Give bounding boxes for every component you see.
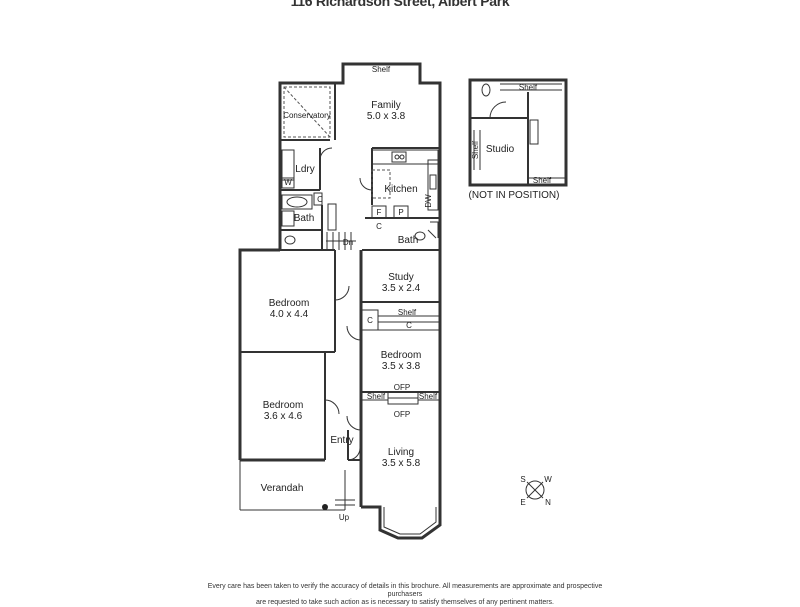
verandah-area (239, 460, 355, 511)
family-name: Family (371, 100, 400, 111)
living-name: Living (388, 447, 414, 458)
exterior-walls (238, 62, 442, 540)
ldry-name: Ldry (295, 164, 314, 175)
wet-area-fixtures (281, 149, 439, 245)
studio-shelf-top: Shelf (519, 83, 538, 92)
entry-name: Entry (330, 435, 353, 446)
study-c2-label: C (406, 321, 412, 330)
study-c-label: C (367, 316, 373, 325)
study-dims: 3.5 x 2.4 (382, 283, 421, 294)
bedroom1-name: Bedroom (269, 298, 310, 309)
conservatory-outline (283, 86, 331, 138)
studio-note: (NOT IN POSITION) (469, 190, 560, 201)
kitchen-name: Kitchen (384, 184, 417, 195)
stairs-dn-label: Dn (343, 238, 353, 247)
family-shelf-label: Shelf (372, 65, 391, 74)
bedroom1-dims: 4.0 x 4.4 (270, 309, 309, 320)
shelf-left-label: Shelf (367, 392, 386, 401)
bath2-c-label: C (376, 222, 382, 231)
living-dims: 3.5 x 5.8 (382, 458, 421, 469)
shelf-right-label: Shelf (419, 392, 438, 401)
study-name: Study (388, 272, 414, 283)
bedroom3-dims: 3.6 x 4.6 (264, 411, 303, 422)
studio-name: Studio (486, 144, 515, 155)
compass-n: N (545, 498, 551, 507)
studio-shelf-bottom: Shelf (533, 176, 552, 185)
kitchen-dw-label: DW (424, 194, 433, 208)
study-shelves (361, 309, 441, 331)
study-shelf-label: Shelf (398, 308, 417, 317)
bedroom3-name: Bedroom (263, 400, 304, 411)
kitchen-f-label: F (377, 208, 382, 217)
bath1-c-label: C (317, 195, 323, 204)
disclaimer-line-1: Every care has been taken to verify the … (207, 583, 603, 598)
ldry-w-label: W (284, 178, 292, 187)
family-dims: 5.0 x 3.8 (367, 111, 406, 122)
ofp-upper-label: OFP (394, 383, 410, 392)
verandah-name: Verandah (261, 483, 304, 494)
bath2-name: Bath (398, 235, 419, 246)
stove-icon (391, 151, 407, 163)
door-swings (319, 147, 373, 461)
compass-s: S (520, 475, 525, 484)
post-marker (322, 504, 328, 510)
up-label: Up (339, 513, 350, 522)
kitchen-p-label: P (398, 208, 403, 217)
studio-shelf-left: Shelf (471, 140, 480, 159)
fireplaces (362, 391, 440, 405)
plan-title: 116 Richardson Street, Albert Park (290, 0, 510, 9)
compass-icon (525, 480, 545, 500)
sink-icon (429, 174, 437, 190)
kitchen-fixtures (371, 149, 439, 219)
stairs-dn (326, 232, 356, 250)
studio-plan (468, 78, 568, 187)
bedroom2-dims: 3.5 x 3.8 (382, 361, 421, 372)
interior-walls (240, 83, 440, 461)
conservatory-name: Conservatory (283, 111, 331, 120)
disclaimer: Every care has been taken to verify the … (195, 583, 615, 607)
disclaimer-line-2: are requested to take such action as is … (255, 599, 555, 606)
compass-w: W (544, 475, 552, 484)
bath1-name: Bath (294, 213, 315, 224)
ofp-lower-label: OFP (394, 410, 410, 419)
bedroom2-name: Bedroom (381, 350, 422, 361)
compass-e: E (520, 498, 525, 507)
